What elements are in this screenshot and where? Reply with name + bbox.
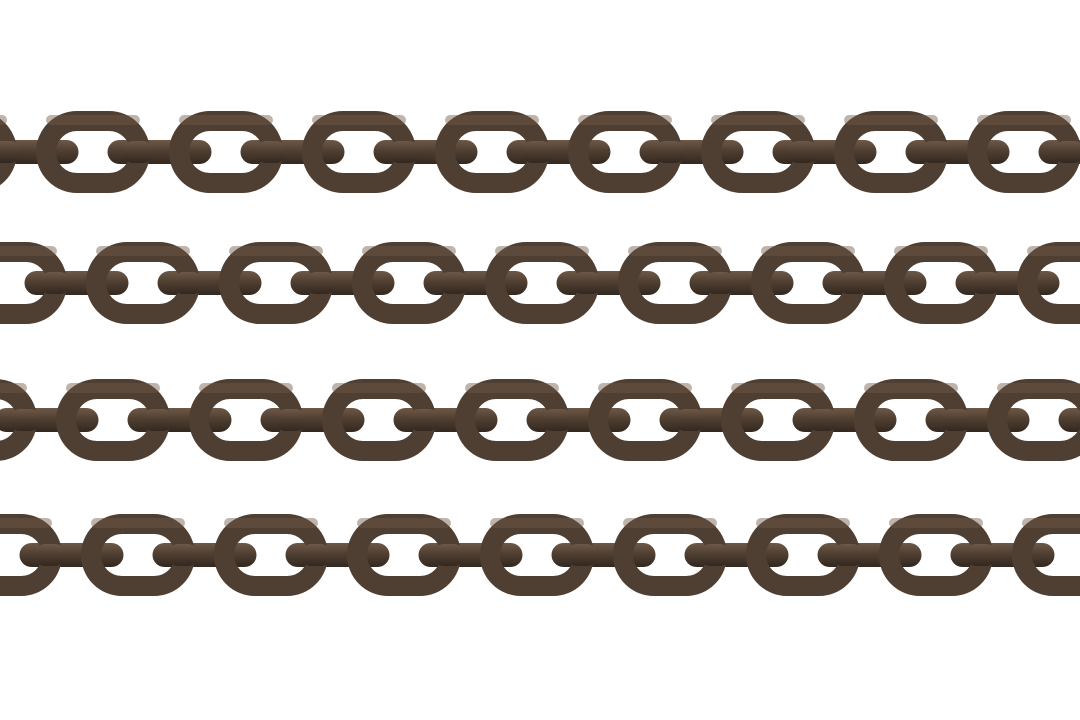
chain-link-edge-overlap — [256, 141, 286, 163]
chain-link-edge-overlap — [966, 544, 996, 566]
chain-link-highlight — [46, 115, 140, 125]
chain-2 — [0, 242, 1080, 324]
chain-link-edge — [1058, 408, 1080, 432]
chain-link-highlight — [1027, 246, 1080, 256]
chain-link-edge-overlap — [542, 409, 572, 431]
chain-link-highlight — [0, 246, 57, 256]
chain-link-edge-overlap — [173, 272, 203, 294]
chain-link-edge-overlap — [833, 544, 863, 566]
chain-link-highlight — [894, 246, 988, 256]
chain-link-edge-overlap — [168, 544, 198, 566]
chain-link-edge-overlap — [434, 544, 464, 566]
chain-link-highlight — [96, 246, 190, 256]
chain-link-face — [1012, 514, 1080, 596]
chain-link-highlight — [357, 518, 451, 528]
chain-link-highlight — [490, 518, 584, 528]
chain-link-edge-overlap — [439, 272, 469, 294]
chain-link-highlight — [623, 518, 717, 528]
chain-link-highlight — [445, 115, 539, 125]
chain-link-edge-overlap — [10, 409, 40, 431]
chain-link-highlight — [598, 383, 692, 393]
chain-link-edge-overlap — [921, 141, 951, 163]
chain-link-highlight — [465, 383, 559, 393]
chain-link-edge-overlap — [40, 272, 70, 294]
chain-link-highlight — [844, 115, 938, 125]
chain-link-edge-overlap — [389, 141, 419, 163]
chain-link-highlight — [977, 115, 1071, 125]
chain-link-edge-overlap — [1074, 409, 1080, 431]
chain-link-highlight — [332, 383, 426, 393]
chain-link-highlight — [0, 115, 7, 125]
chain-link-highlight — [0, 518, 52, 528]
chain-link-edge-overlap — [35, 544, 65, 566]
chain-link-edge-overlap — [705, 272, 735, 294]
chain-link-highlight — [179, 115, 273, 125]
chain-3 — [0, 379, 1080, 461]
chain-link-edge-overlap — [306, 272, 336, 294]
chain-link-edge-overlap — [788, 141, 818, 163]
chain-link-edge-overlap — [1054, 141, 1080, 163]
chain-link-highlight — [889, 518, 983, 528]
chain-link-highlight — [864, 383, 958, 393]
chain-1 — [0, 111, 1080, 193]
chain-link-face — [987, 379, 1080, 461]
chain-link-face — [1017, 242, 1080, 324]
chain-link-edge-overlap — [675, 409, 705, 431]
chain-link-edge-overlap — [0, 141, 20, 163]
chain-link-highlight — [312, 115, 406, 125]
chain-link-highlight — [362, 246, 456, 256]
chain-link-edge-overlap — [409, 409, 439, 431]
chain-link-highlight — [761, 246, 855, 256]
chain-link-highlight — [66, 383, 160, 393]
chain-link-highlight — [711, 115, 805, 125]
chain-link-highlight — [578, 115, 672, 125]
chain-link-edge-overlap — [123, 141, 153, 163]
chain-link-edge-overlap — [655, 141, 685, 163]
chain-link-edge-overlap — [301, 544, 331, 566]
chain-link-edge-overlap — [567, 544, 597, 566]
chain-link-highlight — [224, 518, 318, 528]
chain-link-edge-overlap — [276, 409, 306, 431]
chain-link-highlight — [199, 383, 293, 393]
chain-link-edge-overlap — [808, 409, 838, 431]
chain-link-highlight — [0, 383, 27, 393]
chain-link-highlight — [229, 246, 323, 256]
chain-link-edge-overlap — [941, 409, 971, 431]
chain-link-edge-overlap — [522, 141, 552, 163]
chain-link-highlight — [756, 518, 850, 528]
chain-4 — [0, 514, 1080, 596]
chain-link-edge-overlap — [700, 544, 730, 566]
chain-link-highlight — [997, 383, 1080, 393]
chain-link-highlight — [495, 246, 589, 256]
chain-link-edge-overlap — [971, 272, 1001, 294]
chain-link-edge-overlap — [143, 409, 173, 431]
chain-link-highlight — [91, 518, 185, 528]
chain-link-highlight — [1022, 518, 1080, 528]
chain-link-highlight — [731, 383, 825, 393]
chain-link-edge-overlap — [572, 272, 602, 294]
chain-link-edge-overlap — [838, 272, 868, 294]
chain-link-highlight — [628, 246, 722, 256]
